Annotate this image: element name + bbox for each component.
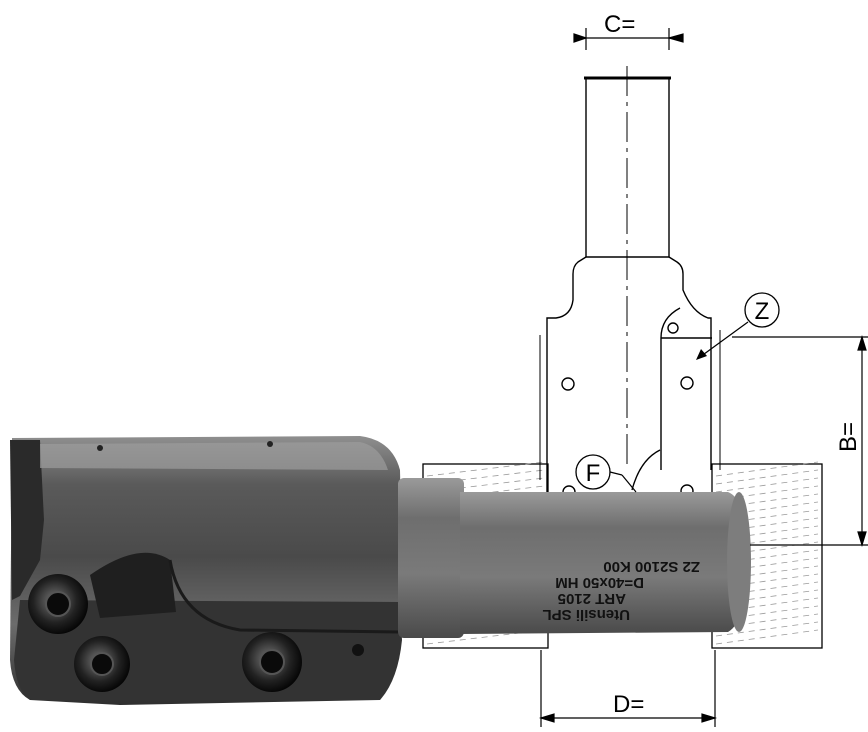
insert-bore (667, 322, 679, 334)
pocket-sweep (168, 559, 401, 634)
bit-collar (546, 256, 587, 500)
engraving-line-2: ART 2105 (558, 590, 626, 607)
hex-socket-screw-icon (242, 632, 302, 692)
holder-top-highlight (40, 442, 388, 470)
holder-pin-2 (267, 441, 273, 447)
arrow-head-icon (696, 349, 707, 360)
shaft-end (727, 492, 751, 632)
holder-small-dot (352, 644, 364, 656)
cutting-insert (660, 307, 712, 470)
callout-z-leader (699, 321, 749, 358)
callout-z: Z (696, 292, 780, 360)
screw-hole-right-top (680, 376, 694, 390)
wood-grain-line (426, 477, 545, 493)
flute-curve (631, 449, 661, 491)
wood-grain-line (426, 461, 545, 477)
arrow-head-icon (666, 33, 684, 43)
holder-neck (398, 478, 464, 638)
wood-grain-line (426, 469, 545, 485)
holder-end-face (10, 440, 44, 600)
callout-f: F (575, 454, 637, 493)
dimension-d (538, 650, 718, 727)
engraving-line-3: D=40x50 HM (555, 574, 644, 591)
engraving-line-1: Utensili SPL (542, 606, 630, 623)
dimension-b-label: B= (835, 422, 862, 452)
callout-f-label: F (586, 460, 601, 487)
hex-socket-screw-icon (28, 574, 88, 634)
callout-z-circle (744, 292, 780, 328)
insert-pocket (90, 552, 176, 618)
dimension-d-label: D= (613, 691, 644, 718)
callout-z-label: Z (755, 298, 770, 325)
callout-f-leader-2 (621, 474, 637, 493)
arrow-head-icon (573, 33, 588, 43)
wood-grain-line (426, 629, 545, 645)
arrow-head-icon (538, 713, 555, 723)
dimension-c-label: C= (604, 11, 635, 38)
hex-socket-screw-icon (74, 636, 130, 692)
callout-f-leader (609, 471, 623, 476)
arrow-head-icon (857, 334, 867, 351)
dimension-b (732, 334, 868, 548)
bit-collar-right (668, 256, 712, 470)
holder-shaft (460, 492, 750, 634)
screw-hole-left-top (561, 377, 575, 391)
tool-holder-photo: Utensili SPL ART 2105 D=40x50 HM Z2 S210… (10, 436, 751, 705)
engraving-text: Utensili SPL ART 2105 D=40x50 HM Z2 S210… (542, 558, 700, 623)
arrow-head-icon (857, 531, 867, 548)
router-bit-drawing (539, 66, 721, 500)
dimension-c (573, 28, 684, 50)
engraving-line-4: Z2 S2100 K00 (603, 558, 700, 575)
arrow-head-icon (701, 713, 718, 723)
holder-pin-1 (97, 445, 103, 451)
